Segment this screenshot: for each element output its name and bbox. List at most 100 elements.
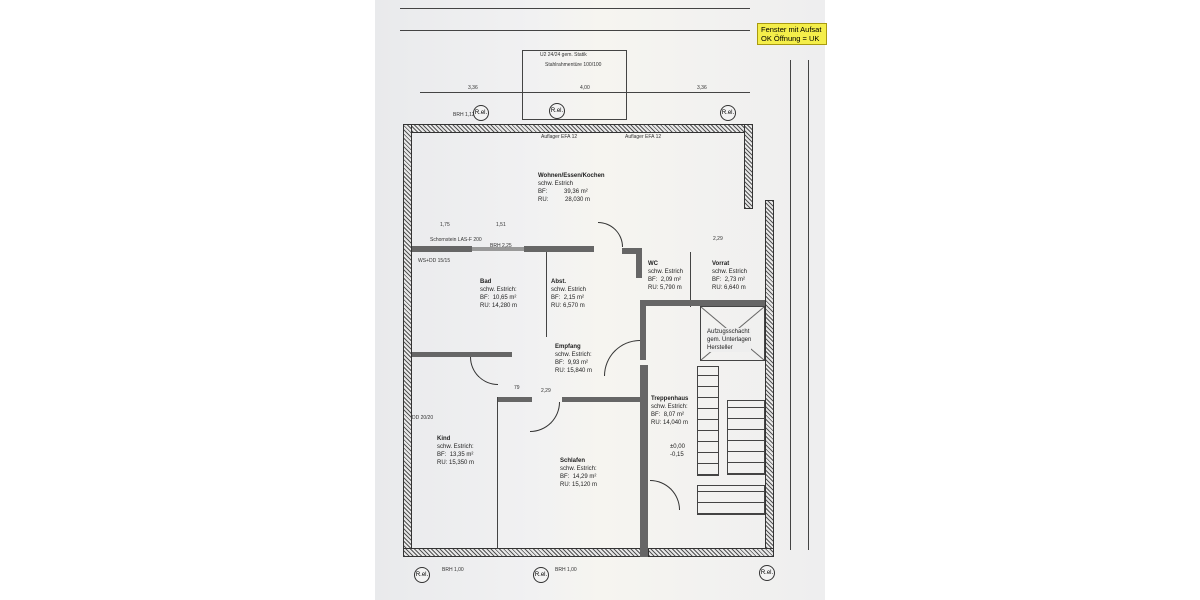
room-perimeter: 5,790 m xyxy=(660,285,682,291)
room-floor: schw. Estrich: xyxy=(651,404,688,410)
room-area: 9,93 m² xyxy=(567,360,589,366)
outer-wall-left xyxy=(403,124,412,556)
room-area: 2,15 m² xyxy=(563,295,585,301)
interior-wall xyxy=(640,300,646,360)
ru-label: RU: xyxy=(538,197,549,203)
outer-wall-bottom xyxy=(403,548,650,557)
brh-label: BRH 1,00 xyxy=(442,567,464,573)
rel-marker: R.el. xyxy=(759,565,775,581)
bf-label: BF: xyxy=(555,360,565,366)
room-perimeter: 28,030 m xyxy=(565,197,591,203)
room-schlafen: Schlafen schw. Estrich: BF: 14,29 m² RU:… xyxy=(560,457,597,489)
rel-marker: R.el. xyxy=(533,567,549,583)
dim-label: 1,51 xyxy=(496,222,506,228)
rel-marker: R.el. xyxy=(720,105,736,121)
room-treppenhaus: Treppenhaus schw. Estrich: BF: 8,07 m² R… xyxy=(651,395,688,427)
room-name: Wohnen/Essen/Kochen xyxy=(538,173,605,179)
room-wohnen: Wohnen/Essen/Kochen schw. Estrich BF: 39… xyxy=(538,172,605,204)
room-name: Abst. xyxy=(551,279,566,285)
interior-wall xyxy=(622,248,642,254)
level-mark: ±0,00 -0,15 xyxy=(660,443,685,459)
door-label: Stahlrahmentüre 100/100 xyxy=(545,62,602,68)
support-right-label: Auflager EFA 12 xyxy=(625,134,662,140)
chimney-label: Schornstein LAS-F 200 xyxy=(430,237,482,243)
interior-wall-thin xyxy=(497,397,498,549)
room-floor: schw. Estrich: xyxy=(560,466,597,472)
bf-label: BF: xyxy=(538,189,548,195)
room-area: 14,29 m² xyxy=(572,474,597,480)
rel-marker: R.el. xyxy=(414,567,430,583)
room-name: WC xyxy=(648,261,658,267)
dimension-line xyxy=(420,92,750,93)
room-perimeter: 6,640 m xyxy=(724,285,746,291)
room-wc: WC schw. Estrich BF: 2,09 m² RU: 5,790 m xyxy=(648,260,683,292)
dimension-line-right xyxy=(790,60,791,550)
dd-label: DD 20/20 xyxy=(412,415,434,421)
room-name: Empfang xyxy=(555,344,581,350)
window-partition xyxy=(472,247,524,251)
interior-wall xyxy=(524,246,594,252)
room-vorrat: Vorrat schw. Estrich BF: 2,73 m² RU: 6,6… xyxy=(712,260,747,292)
room-kind: Kind schw. Estrich: BF: 13,35 m² RU: 15,… xyxy=(437,435,474,467)
support-left-label: Auflager EFA 12 xyxy=(541,134,578,140)
room-name: Bad xyxy=(480,279,492,285)
dim-top-mid: 4,00 xyxy=(580,85,590,91)
room-perimeter: 15,120 m xyxy=(572,482,598,488)
bf-label: BF: xyxy=(651,412,661,418)
bf-label: BF: xyxy=(551,295,561,301)
dimension-line xyxy=(400,30,750,31)
outer-wall-right-upper xyxy=(744,124,753,209)
interior-wall xyxy=(412,352,512,357)
stair-wall xyxy=(640,365,648,557)
ru-label: RU: xyxy=(555,368,566,374)
elevator-line: gem. Unterlagen xyxy=(707,337,752,343)
room-area: 39,36 m² xyxy=(564,189,588,195)
dim-label: 79 xyxy=(514,385,520,391)
room-area: 2,73 m² xyxy=(724,277,746,283)
ru-label: RU: xyxy=(551,303,562,309)
level-bottom: -0,15 xyxy=(670,452,684,458)
dimension-line xyxy=(400,8,750,9)
brh-label: BRH 1,12 xyxy=(453,112,475,118)
room-area: 2,09 m² xyxy=(660,277,682,283)
brh-label: BRH 1,00 xyxy=(555,567,577,573)
dim-top-left: 3,36 xyxy=(468,85,478,91)
staircase-flight xyxy=(697,366,719,476)
room-floor: schw. Estrich xyxy=(538,181,574,187)
room-name: Vorrat xyxy=(712,261,730,267)
outer-wall-top xyxy=(403,124,753,133)
elevator-line: Hersteller xyxy=(707,345,733,351)
dim-top-right: 3,36 xyxy=(697,85,707,91)
lintel-label: U2 24/24 gem. Statik xyxy=(540,52,587,58)
room-name: Treppenhaus xyxy=(651,396,689,402)
ru-label: RU: xyxy=(651,420,662,426)
ru-label: RU: xyxy=(712,285,723,291)
room-area: 8,07 m² xyxy=(663,412,685,418)
interior-wall-thin xyxy=(546,252,547,337)
room-floor: schw. Estrich xyxy=(712,269,748,275)
room-abst: Abst. schw. Estrich BF: 2,15 m² RU: 6,57… xyxy=(551,278,586,310)
ru-label: RU: xyxy=(560,482,571,488)
brh-label: BRH 2,25 xyxy=(490,243,512,249)
room-perimeter: 14,280 m xyxy=(492,303,518,309)
dim-label: 2,29 xyxy=(541,388,551,394)
interior-wall-thin xyxy=(690,252,691,307)
dim-label: 1,75 xyxy=(440,222,450,228)
bf-label: BF: xyxy=(648,277,658,283)
bf-label: BF: xyxy=(437,452,447,458)
room-perimeter: 6,570 m xyxy=(563,303,585,309)
bf-label: BF: xyxy=(560,474,570,480)
room-empfang: Empfang schw. Estrich: BF: 9,93 m² RU: 1… xyxy=(555,343,592,375)
rel-marker: R.el. xyxy=(473,105,489,121)
room-area: 13,35 m² xyxy=(449,452,474,458)
dimension-line-right xyxy=(808,60,809,550)
interior-wall xyxy=(640,300,765,306)
bf-label: BF: xyxy=(712,277,722,283)
room-perimeter: 14,040 m xyxy=(663,420,689,426)
note-line: Fenster mit Aufsat xyxy=(761,25,822,34)
ru-label: RU: xyxy=(648,285,659,291)
canopy-outline xyxy=(522,50,627,120)
rel-marker: R.el. xyxy=(549,103,565,119)
room-name: Schlafen xyxy=(560,458,586,464)
interior-wall xyxy=(412,246,472,252)
